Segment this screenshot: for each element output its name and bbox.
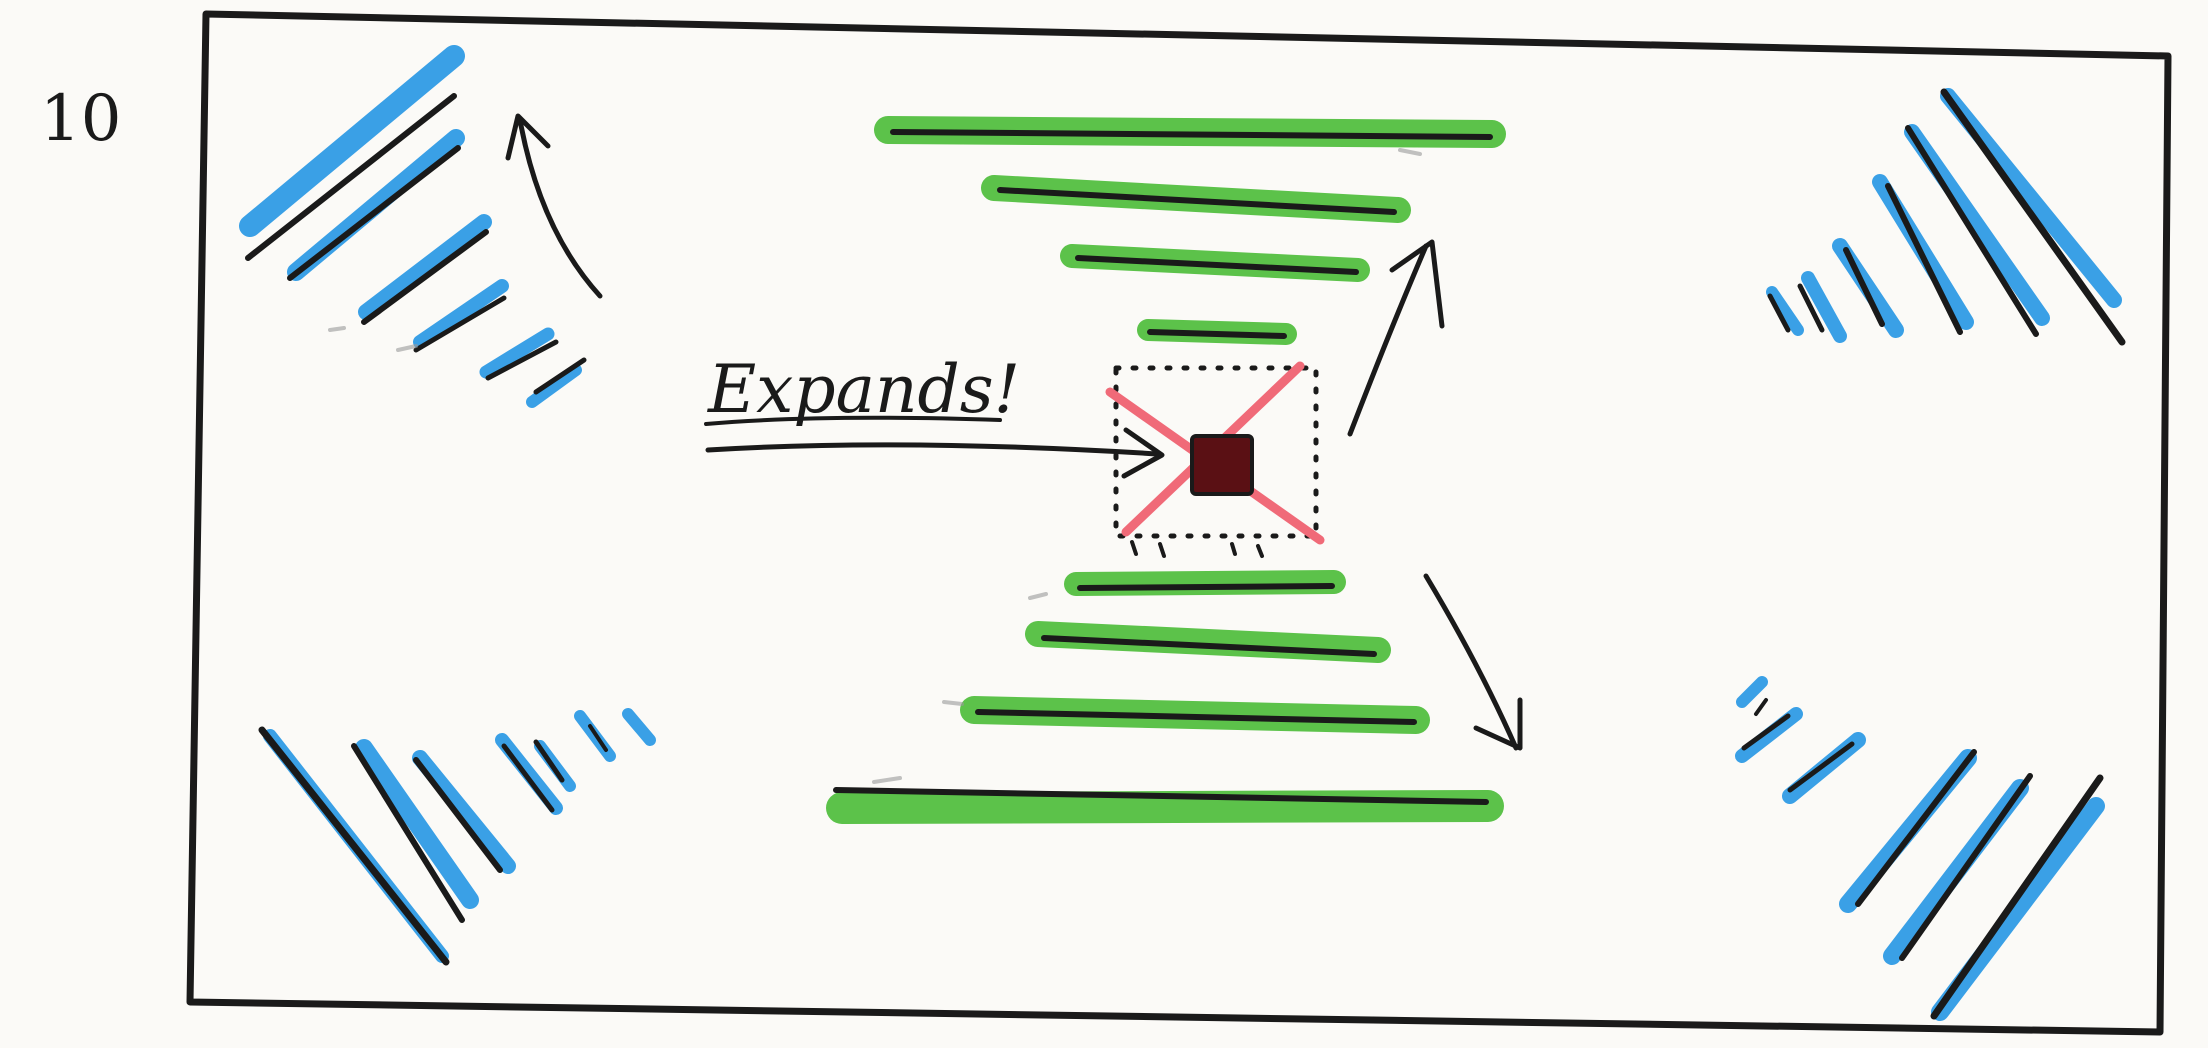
- annotation-arrow: [705, 442, 1161, 457]
- smudge: [1028, 592, 1048, 600]
- annotation-arrow-head: [1121, 427, 1165, 479]
- blue-stroke-ink: [1787, 741, 1855, 793]
- blue-stroke-ink: [287, 145, 461, 281]
- blue-stroke: [479, 327, 555, 379]
- blue-stroke-ink: [1885, 183, 1963, 335]
- blue-stroke: [622, 708, 656, 746]
- blue-stroke: [358, 214, 492, 320]
- blue-stroke: [413, 279, 509, 349]
- green-bar: [1025, 621, 1391, 663]
- blue-stroke-ink: [1905, 125, 2039, 337]
- blue-stroke: [1931, 797, 2105, 1021]
- blue-stroke-ink: [533, 357, 587, 395]
- green-bar-ink: [1147, 329, 1287, 339]
- blue-stroke: [1766, 286, 1804, 336]
- dotted-frame: [1113, 365, 1319, 539]
- green-bar-ink: [1077, 583, 1335, 591]
- green-bar: [1064, 570, 1346, 596]
- blue-stroke-ink: [1741, 713, 1791, 751]
- blue-stroke-ink: [1940, 88, 2126, 346]
- motion-arrow-head: [505, 113, 551, 161]
- blue-stroke: [1940, 88, 2122, 308]
- smudge: [942, 700, 964, 706]
- blue-stroke-ink: [1930, 774, 2104, 1020]
- expands-annotation: Expands!: [707, 351, 1020, 428]
- tick-marks: [1130, 540, 1264, 558]
- blue-stroke-ink: [485, 339, 559, 381]
- green-bars: [826, 116, 1506, 824]
- smudge: [872, 776, 902, 784]
- green-bar-ink: [833, 787, 1489, 805]
- blue-stroke-ink: [413, 757, 503, 873]
- blue-stroke: [1801, 271, 1847, 343]
- blue-strokes-bottom-left: [258, 708, 656, 966]
- blue-stroke-ink: [413, 295, 507, 353]
- blue-stroke-ink: [1767, 293, 1791, 333]
- motion-arrow-top-right: [1347, 243, 1429, 437]
- green-bar-ink: [997, 187, 1397, 215]
- blue-strokes-top-left: [239, 45, 587, 408]
- blue-stroke: [1735, 707, 1803, 763]
- blue-stroke-ink: [1754, 698, 1768, 716]
- green-bar-ink: [975, 709, 1417, 725]
- motion-arrow-bottom-right: [1423, 573, 1519, 751]
- blue-stroke: [1904, 124, 2050, 326]
- pencil-smudges: [328, 148, 1422, 784]
- blue-stroke: [412, 750, 516, 874]
- blue-stroke-ink: [1855, 749, 1977, 907]
- smudge: [396, 344, 418, 352]
- green-bar-ink: [1041, 635, 1377, 657]
- blue-stroke-ink: [1797, 283, 1825, 333]
- blue-stroke: [1736, 676, 1768, 708]
- blue-stroke: [355, 739, 479, 909]
- motion-arrow-head: [1473, 697, 1523, 751]
- center-square: [1190, 434, 1254, 496]
- blue-stroke-ink: [361, 229, 489, 325]
- panel-number: 10: [40, 82, 121, 156]
- blue-strokes-top-right: [1766, 88, 2126, 346]
- blue-stroke-ink: [245, 93, 457, 261]
- green-bar-ink: [890, 129, 1493, 140]
- panel-frame: [186, 10, 2172, 1036]
- smudge: [1398, 148, 1422, 156]
- blue-stroke: [526, 364, 582, 408]
- motion-arrow-top-left: [517, 117, 603, 299]
- green-bar: [826, 790, 1504, 824]
- blue-stroke-ink: [501, 743, 555, 813]
- blue-stroke-ink: [351, 743, 465, 923]
- blue-stroke-ink: [533, 739, 565, 783]
- blue-stroke-ink: [588, 724, 608, 752]
- motion-arrows: [505, 113, 1523, 751]
- annotation-underline: [704, 415, 1002, 426]
- blue-stroke: [239, 45, 465, 237]
- blue-strokes-bottom-right: [1735, 676, 2105, 1021]
- blue-stroke-ink: [1843, 247, 1885, 327]
- green-bar-ink: [1075, 255, 1359, 275]
- center-object: [1105, 361, 1325, 558]
- blue-stroke-ink: [1899, 773, 2033, 961]
- smudge: [328, 326, 346, 332]
- motion-arrow-head: [1389, 239, 1445, 329]
- blue-stroke-ink: [258, 726, 450, 966]
